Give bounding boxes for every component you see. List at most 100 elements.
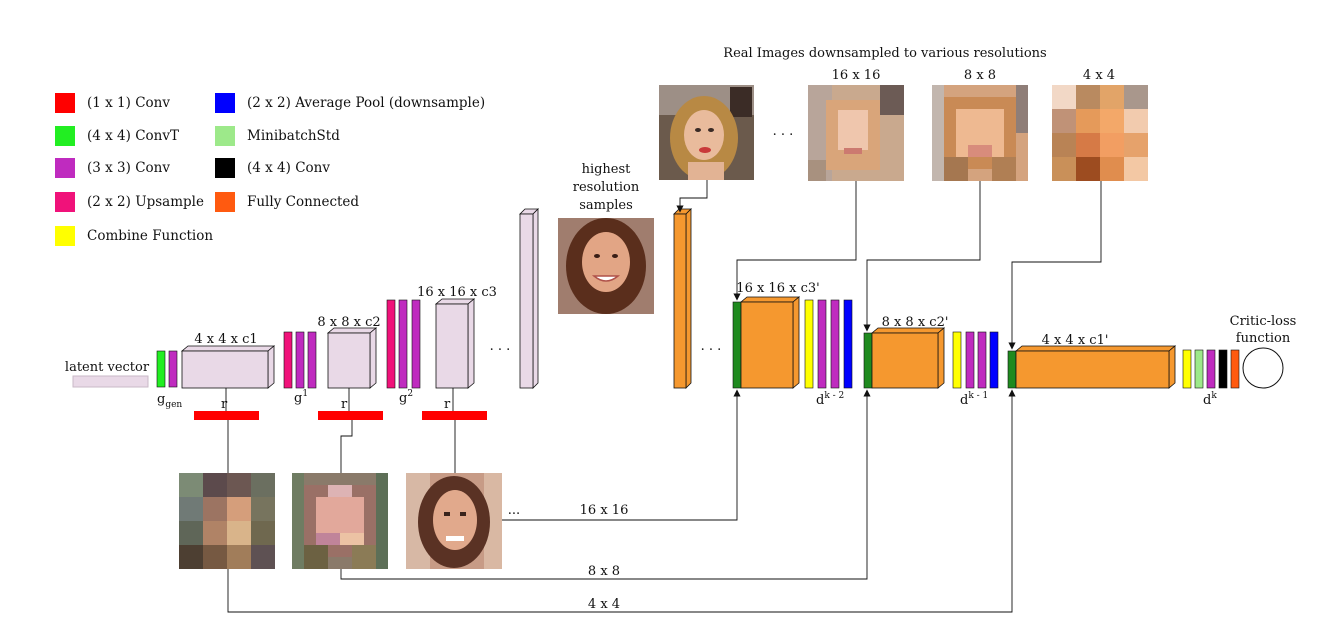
disc-ellipsis: . . .: [701, 339, 722, 354]
r-label-3: r: [444, 397, 451, 412]
legend-item-convt: (4 x 4) ConvT: [55, 125, 179, 147]
disc16-combine-edge: [732, 301, 742, 389]
legend-swatch-green: [55, 126, 75, 146]
gen-ellipsis: . . .: [490, 339, 511, 354]
legend-label: (1 x 1) Conv: [87, 95, 170, 111]
generated-photo-full: [558, 218, 654, 314]
legend-item-minibatchstd: MinibatchStd: [215, 125, 340, 147]
g1-conv-layer-b: [307, 331, 317, 389]
g2-label: g2: [399, 389, 413, 406]
r-label-2: r: [341, 397, 348, 412]
disc8-combine-edge: [863, 332, 873, 389]
legend-item-avgpool: (2 x 2) Average Pool (downsample): [215, 92, 485, 114]
r-layer-2: [318, 411, 383, 420]
gen-block2-label: 8 x 8 x c2: [317, 315, 380, 330]
disc-block2-label: 8 x 8 x c2': [882, 315, 949, 330]
disc-block3-label: 16 x 16 x c3': [736, 281, 819, 296]
dk2-combine-layer: [804, 299, 814, 389]
latent-vector-label: latent vector: [65, 360, 150, 375]
gen-block3-label: 16 x 16 x c3: [417, 285, 497, 300]
legend-label: (3 x 3) Conv: [87, 160, 170, 176]
real-16-label: 16 x 16: [832, 68, 881, 83]
legend-swatch-pink: [55, 192, 75, 212]
generated-image-8x8: [292, 473, 388, 569]
g2-conv-layer-a: [398, 299, 408, 389]
real-photo-4: [1052, 85, 1148, 181]
critic-label-1: Critic-loss: [1230, 314, 1297, 329]
gen-block-16x16: [434, 298, 476, 389]
dk2-label: dk - 2: [816, 391, 844, 408]
legend-label: MinibatchStd: [247, 128, 340, 144]
g1-label: g1: [294, 389, 308, 406]
disc-input-block: [673, 208, 692, 389]
dk-fc: [1230, 349, 1240, 389]
legend-item-fc: Fully Connected: [215, 191, 359, 213]
r-label-1: r: [221, 397, 228, 412]
dk-minibatchstd: [1194, 349, 1204, 389]
generated-image-4x4: [179, 473, 275, 569]
legend-swatch-yellow: [55, 226, 75, 246]
g1-conv-layer-a: [295, 331, 305, 389]
r-layer-1: [194, 411, 259, 420]
real-photo-8: [932, 85, 1028, 181]
real-8-label: 8 x 8: [964, 68, 996, 83]
ggen-conv-layer: [168, 350, 178, 388]
ggen-convt-layer: [156, 350, 166, 388]
legend-swatch-red: [55, 93, 75, 113]
dk-conv3: [1206, 349, 1216, 389]
arrow-16-label: 16 x 16: [580, 503, 629, 518]
legend-label: (2 x 2) Average Pool (downsample): [247, 95, 486, 111]
gen-block1-label: 4 x 4 x c1: [194, 332, 257, 347]
legend-item-combine: Combine Function: [55, 225, 213, 247]
legend-item-upsample: (2 x 2) Upsample: [55, 191, 204, 213]
dk2-pool: [843, 299, 853, 389]
dk1-pool: [989, 331, 999, 389]
disc4-combine-edge: [1007, 350, 1017, 389]
gen-block-8x8: [326, 327, 378, 389]
dk-combine-layer: [1182, 349, 1192, 389]
ggen-label: ggen: [157, 392, 182, 410]
g1-upsample-layer: [283, 331, 293, 389]
disc-block-4x4: [1014, 345, 1177, 389]
critic-label-2: function: [1236, 331, 1291, 346]
dk-label: dk: [1203, 391, 1217, 408]
gen-final-block: [519, 208, 539, 389]
latent-vector-bar: [72, 375, 149, 388]
real-images-title: Real Images downsampled to various resol…: [723, 46, 1046, 61]
real-4-label: 4 x 4: [1083, 68, 1115, 83]
highest-label-1: highest: [582, 162, 632, 177]
legend-label: (2 x 2) Upsample: [87, 194, 204, 210]
g2-conv-layer-b: [411, 299, 421, 389]
g2-upsample-layer: [386, 299, 396, 389]
disc-block-16x16: [739, 296, 801, 389]
dk1-combine-layer: [952, 331, 962, 389]
generated-ellipsis: ...: [508, 503, 520, 518]
dk1-conv-b: [977, 331, 987, 389]
legend-label: Fully Connected: [247, 194, 360, 210]
highest-label-2: resolution: [573, 180, 640, 195]
arrow-4-label: 4 x 4: [588, 597, 620, 612]
gen-block-4x4: [180, 345, 276, 389]
legend-item-1x1-conv: (1 x 1) Conv: [55, 92, 170, 114]
legend-item-3x3-conv: (3 x 3) Conv: [55, 157, 170, 179]
legend-swatch-orange: [215, 192, 235, 212]
disc-block1-label: 4 x 4 x c1': [1042, 333, 1109, 348]
legend: (1 x 1) Conv (4 x 4) ConvT (3 x 3) Conv …: [55, 92, 515, 252]
legend-item-4x4-conv: (4 x 4) Conv: [215, 157, 330, 179]
real-photo-full: [659, 85, 754, 180]
real-photo-16: [808, 85, 904, 181]
legend-swatch-lightgreen: [215, 126, 235, 146]
r-layer-3: [422, 411, 487, 420]
legend-label: (4 x 4) ConvT: [87, 128, 179, 144]
arrow-8-label: 8 x 8: [588, 564, 620, 579]
legend-swatch-blue: [215, 93, 235, 113]
highest-label-3: samples: [579, 198, 633, 213]
generated-image-16x16: [406, 473, 502, 569]
legend-label: Combine Function: [87, 228, 214, 244]
critic-loss-node: [1242, 347, 1284, 389]
dk1-label: dk - 1: [960, 391, 988, 408]
legend-swatch-black: [215, 158, 235, 178]
legend-label: (4 x 4) Conv: [247, 160, 330, 176]
legend-swatch-purple: [55, 158, 75, 178]
